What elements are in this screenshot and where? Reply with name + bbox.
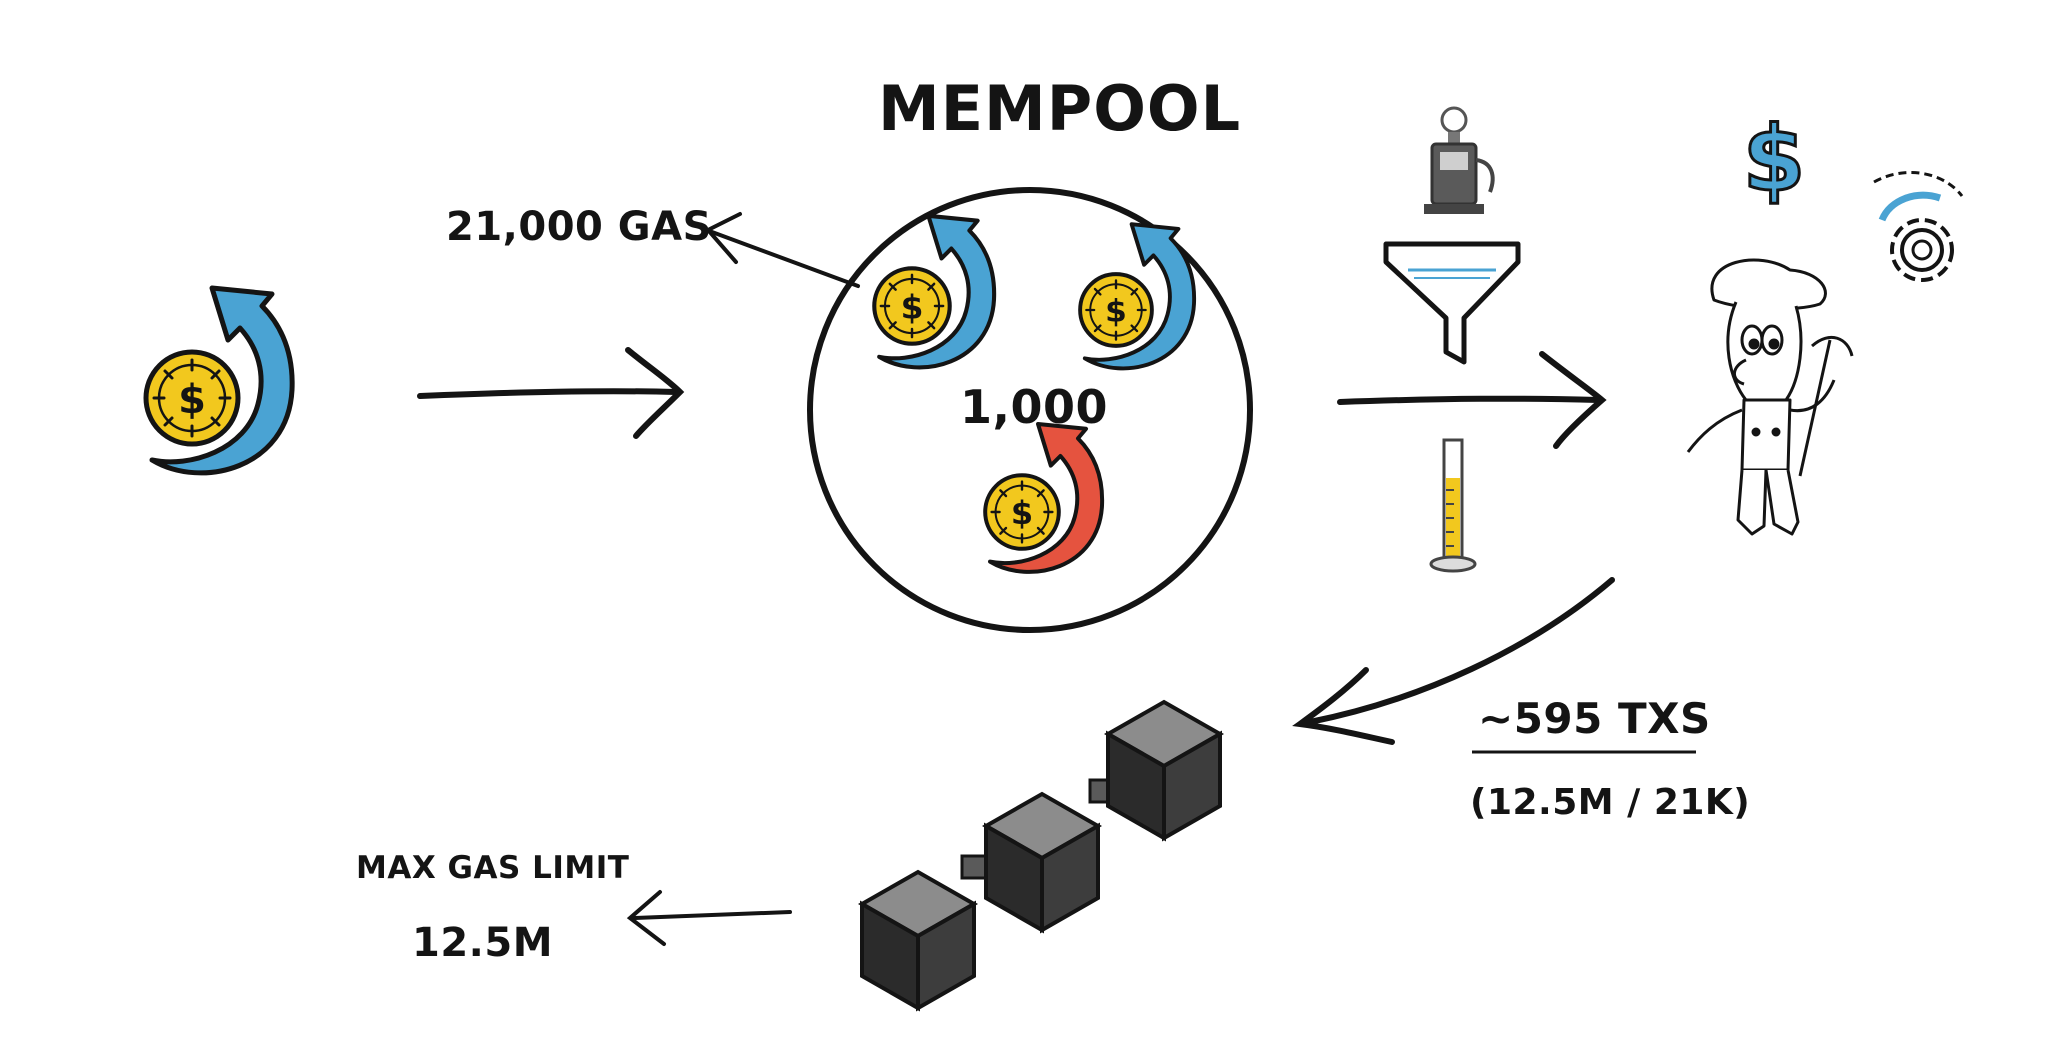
gas-per-tx-label: 21,000 GAS bbox=[446, 204, 712, 250]
txs-per-block-label: ~595 TXS bbox=[1478, 694, 1711, 743]
pending-coin-icon bbox=[874, 213, 997, 370]
transaction-coin-icon bbox=[146, 285, 295, 476]
calc-label: (12.5M / 21K) bbox=[1470, 782, 1751, 823]
dollar-sign-icon: $ bbox=[1741, 106, 1807, 214]
mempool-title: MEMPOOL bbox=[878, 72, 1242, 145]
blockchain-blocks-icon bbox=[857, 699, 1225, 1012]
miner-character-icon bbox=[1686, 258, 1854, 536]
arrow-to-gas-label bbox=[704, 212, 860, 288]
measuring-cylinder-icon bbox=[1429, 438, 1477, 573]
gas-pump-icon bbox=[1424, 106, 1495, 214]
block-cube bbox=[1103, 699, 1225, 842]
arrow-to-miner bbox=[1337, 351, 1607, 449]
max-gas-limit-value: 12.5M bbox=[412, 920, 553, 966]
pending-coin-red-icon bbox=[985, 421, 1105, 574]
svg-text:$: $ bbox=[1743, 107, 1806, 212]
max-gas-limit-label: MAX GAS LIMIT bbox=[356, 850, 630, 886]
arrow-to-mempool bbox=[417, 347, 685, 439]
block-cube bbox=[981, 791, 1103, 934]
tx-count-label: 1,000 bbox=[960, 380, 1109, 434]
arrow-to-blocks bbox=[1292, 577, 1615, 745]
mempool-circle bbox=[807, 187, 1253, 633]
block-cube bbox=[857, 869, 979, 1012]
gear-icon bbox=[1873, 171, 1964, 282]
funnel-icon bbox=[1383, 241, 1521, 365]
pending-coin-icon bbox=[1078, 222, 1196, 371]
arrow-to-max-gas bbox=[626, 890, 792, 946]
